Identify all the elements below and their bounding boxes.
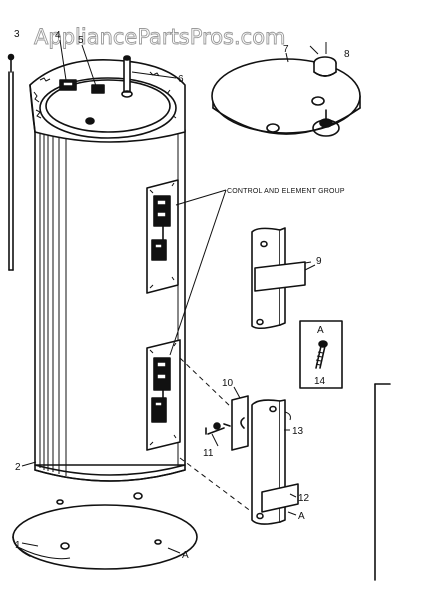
control-element-group-caption: CONTROL AND ELEMENT GROUP [227,188,345,195]
tank-top [39,55,177,139]
screw [299,320,343,389]
control-group-leaders [169,189,227,356]
upper-access-panel [251,227,316,330]
watermark: AppliancePartsPros.com [34,25,286,49]
callout-13: 13 [292,426,304,437]
anode-rod [7,53,15,271]
callout-leaders [21,39,312,554]
callout-4: 4 [55,30,61,41]
callout-9: 9 [316,256,322,267]
callout-11: 11 [203,448,214,459]
callout-14: 14 [314,376,326,387]
lower-access-panel [251,399,299,525]
thermostat-cover [231,395,249,451]
lower-element-opening [146,339,181,451]
callout-6: 6 [178,74,184,85]
callout-3: 3 [14,29,20,40]
assembly-leaders [179,357,253,513]
callout-12: 12 [298,493,310,504]
callout-labels: 1 2 3 4 5 6 7 8 9 10 11 12 13 14 A A A [14,29,350,561]
plug [309,42,337,77]
callout-10: 10 [222,378,234,389]
terminal-screw [205,422,231,435]
callout-1: 1 [15,540,21,551]
reference-bracket [374,383,391,581]
callout-7: 7 [283,44,289,55]
top-cover [211,58,361,137]
base-pan [12,492,198,570]
callout-a-base: A [182,550,189,561]
callout-5: 5 [78,35,84,46]
callout-8: 8 [344,49,350,60]
callout-2: 2 [15,462,21,473]
callout-a-panel: A [298,511,305,522]
upper-element-opening [146,179,179,294]
callout-a-screw: A [317,325,324,336]
